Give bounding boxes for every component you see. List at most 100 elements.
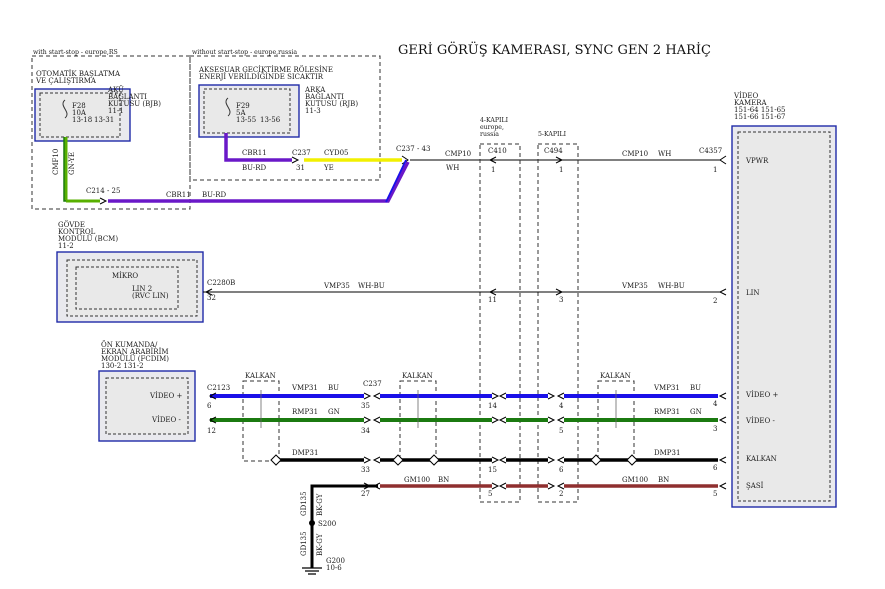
arrow-camera-minus <box>718 416 727 424</box>
video-camera-inner <box>737 131 831 502</box>
pin-14: 14 <box>488 402 497 410</box>
wire-cbr11-bottom <box>108 161 410 203</box>
connector-c214-25: C214 - 25 <box>86 187 120 195</box>
camera-pinnum-1: 1 <box>713 166 717 174</box>
connector-c494: C494 <box>544 147 563 155</box>
connector-box-c410 <box>479 143 521 503</box>
pin-2-c494: 2 <box>559 490 563 498</box>
fuse-f28-ref1: 13-18 <box>72 116 92 124</box>
label-vmp31-b: VMP31 <box>653 384 680 392</box>
label-bn-a: BN <box>438 476 449 484</box>
bjb-label-4: 11-1 <box>108 107 124 115</box>
connector-c410: C410 <box>488 147 507 155</box>
arrow-camera-plus <box>718 392 727 400</box>
kalkan-label-1: KALKAN <box>245 372 276 380</box>
connector-c237-mid: C237 <box>363 380 382 388</box>
label-bkgy-b: BK-GY <box>316 533 324 556</box>
pin-12: 12 <box>207 427 216 435</box>
shield-diamond-2 <box>392 454 404 466</box>
camera-ref-1: 151-64 151-65 <box>734 106 786 114</box>
c410-label-1: 4-KAPILI <box>480 117 509 124</box>
arrow-c494-shield <box>547 456 565 464</box>
wire-splice-blue <box>385 159 407 203</box>
fcdim-label-3: MODÜLÜ (FCDIM) <box>101 354 169 363</box>
bjb-inner <box>39 92 121 138</box>
bcm-label-4: 11-2 <box>58 242 74 250</box>
label-gm100-b: GM100 <box>622 476 648 484</box>
variant-label-with-start-stop: with start-stop - europe,RS <box>33 49 118 56</box>
label-cmp10-b: CMP10 <box>622 150 648 158</box>
label-bkgy-a: BK-GY <box>316 493 324 516</box>
label-dmp31-a: DMP31 <box>292 449 318 457</box>
arrow-c410-11 <box>488 288 497 296</box>
c410-label-2: europe, <box>480 124 504 131</box>
fuse-f29-name: F29 <box>236 102 250 110</box>
label-whbu-b: WH-BU <box>658 282 685 290</box>
camera-label-1: VİDEO <box>733 91 759 100</box>
label-ye: YE <box>323 164 334 172</box>
pin-34: 34 <box>361 427 370 435</box>
pin-27: 27 <box>361 490 370 498</box>
kalkan-label-2: KALKAN <box>402 372 433 380</box>
camera-pinnum-2: 2 <box>713 297 717 305</box>
fuse-f28-ref2: 13-31 <box>94 116 114 124</box>
fuse-f28-name: F28 <box>72 102 86 110</box>
connector-arrow-c237-top <box>291 156 300 164</box>
camera-pinnum-4: 4 <box>713 400 718 408</box>
pin-5-c494-video: 5 <box>559 427 563 435</box>
fuse-f29-ref1: 13-55 <box>236 116 256 124</box>
label-gm100-a: GM100 <box>404 476 430 484</box>
splice-s200-label: S200 <box>318 520 336 528</box>
label-gd135-a: GD135 <box>300 491 308 516</box>
fcdim-inner <box>105 377 189 435</box>
arrow-c494-1 <box>555 156 564 164</box>
fuse-f29-rating: 5A <box>236 109 246 117</box>
pin-6-c494: 6 <box>559 466 564 474</box>
pin-31-top: 31 <box>296 164 305 172</box>
pin-4: 4 <box>559 402 564 410</box>
ground-symbol-g200 <box>302 567 322 575</box>
label-cmf10: CMF10 <box>52 149 60 175</box>
label-wh-a: WH <box>446 164 459 172</box>
label-gn-b: GN <box>690 408 702 416</box>
fuse2-title-2: ENERJİ VERİLDİĞİNDE SICAKTIR <box>199 72 324 81</box>
pin-33: 33 <box>361 466 370 474</box>
camera-pin-video-minus: VİDEO - <box>745 416 776 425</box>
arrow-c410-plus <box>491 392 507 400</box>
label-bu-a: BU <box>328 384 339 392</box>
shield-diamond-4 <box>590 454 602 466</box>
fuse-f29-symbol <box>225 97 231 117</box>
arrow-camera-ground <box>718 482 727 490</box>
shield-diamond-1 <box>270 454 282 466</box>
pin-15: 15 <box>488 466 497 474</box>
fuse2-title-1: AKSESUAR GECİKTİRME RÖLESİNE <box>198 65 333 74</box>
camera-label-2: KAMERA <box>734 99 768 107</box>
bcm-label-1: GÖVDE <box>58 220 85 229</box>
wire-gd135 <box>310 484 378 568</box>
label-gn-a: GN <box>328 408 340 416</box>
connector-arrow-c214 <box>99 197 108 205</box>
bcm-label-2: KONTROL <box>58 228 96 236</box>
fcdim-video-plus: VİDEO + <box>149 391 183 400</box>
camera-pin-lin: LIN <box>746 289 760 297</box>
label-cmp10-a: CMP10 <box>445 150 471 158</box>
label-vmp35-a: VMP35 <box>323 282 350 290</box>
arrow-c410-1 <box>488 156 497 164</box>
label-vmp31-a: VMP31 <box>291 384 318 392</box>
connector-c237-43: C237 - 43 <box>396 145 430 153</box>
rjb-label-2: BAĞLANTI <box>305 92 344 101</box>
fcdim-label-4: 130-2 131-2 <box>101 362 144 370</box>
camera-pinnum-3: 3 <box>713 425 717 433</box>
bcm-inner-dashed <box>75 266 179 310</box>
arrow-c237-ground <box>363 482 381 490</box>
arrow-c237-shield <box>363 456 381 464</box>
camera-pinnum-6: 6 <box>713 464 718 472</box>
pin-5-c410: 5 <box>488 490 492 498</box>
label-bn-b: BN <box>658 476 669 484</box>
bcm-inner-3: (RVC LIN) <box>132 292 169 300</box>
bcm-inner-1: MİKRO <box>112 271 138 280</box>
camera-pin-vpwr: VPWR <box>745 157 769 165</box>
camera-pin-video-plus: VİDEO + <box>745 390 779 399</box>
label-wh-b: WH <box>658 150 671 158</box>
